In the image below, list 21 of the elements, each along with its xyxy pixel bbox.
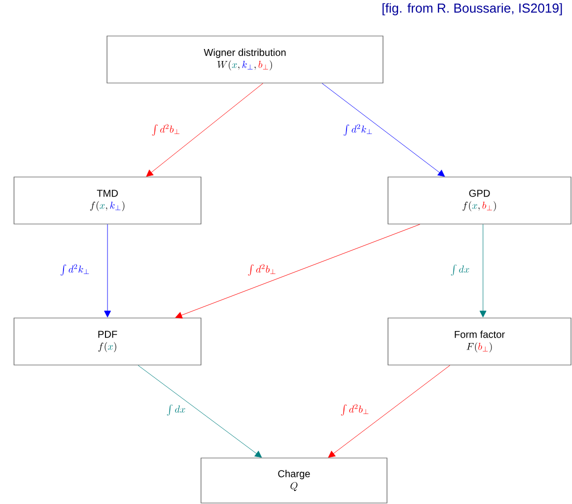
edge-label: $\int d^2 b_\perp$ <box>150 123 182 137</box>
edge-label: $\int d^2 k_\perp$ <box>342 123 374 137</box>
process-box: TMD $f(\textcolor{teal}{x}, \textcolor{blue}{k_\perp})$ <box>14 176 202 224</box>
arrow <box>138 365 262 458</box>
process-box: GPD $f(\textcolor{teal}{x}, \textcolor{red}{b_\perp})$ <box>388 176 572 224</box>
process-box: PDF $f(\textcolor{teal}{x})$ <box>14 318 202 366</box>
edge-label: $\int d^2 b_\perp$ <box>246 263 278 277</box>
arrow <box>175 224 420 318</box>
edge-label: $\int d^2 k_\perp$ <box>59 263 91 277</box>
edge-label: $\int dx$ <box>165 403 187 417</box>
arrow <box>328 365 450 458</box>
arrow <box>322 83 445 177</box>
process-box: Wigner distribution $W(\textcolor{teal}{x}, \textcolor{blue}{k_\perp}, \textcolor{red}{b_\perp})$ <box>106 36 384 84</box>
arrow <box>146 83 264 177</box>
process-box: Charge $Q$ <box>200 458 388 504</box>
edge-label: $\int dx$ <box>449 263 471 277</box>
edge-label: $\int d^2 b_\perp$ <box>340 403 370 417</box>
arrow <box>104 224 111 318</box>
citation-text: [fig. from R. Boussarie, IS2019] <box>382 3 562 16</box>
process-box: Form factor $F(\textcolor{red}{b_\perp})$ <box>388 318 572 366</box>
arrow <box>480 224 486 318</box>
